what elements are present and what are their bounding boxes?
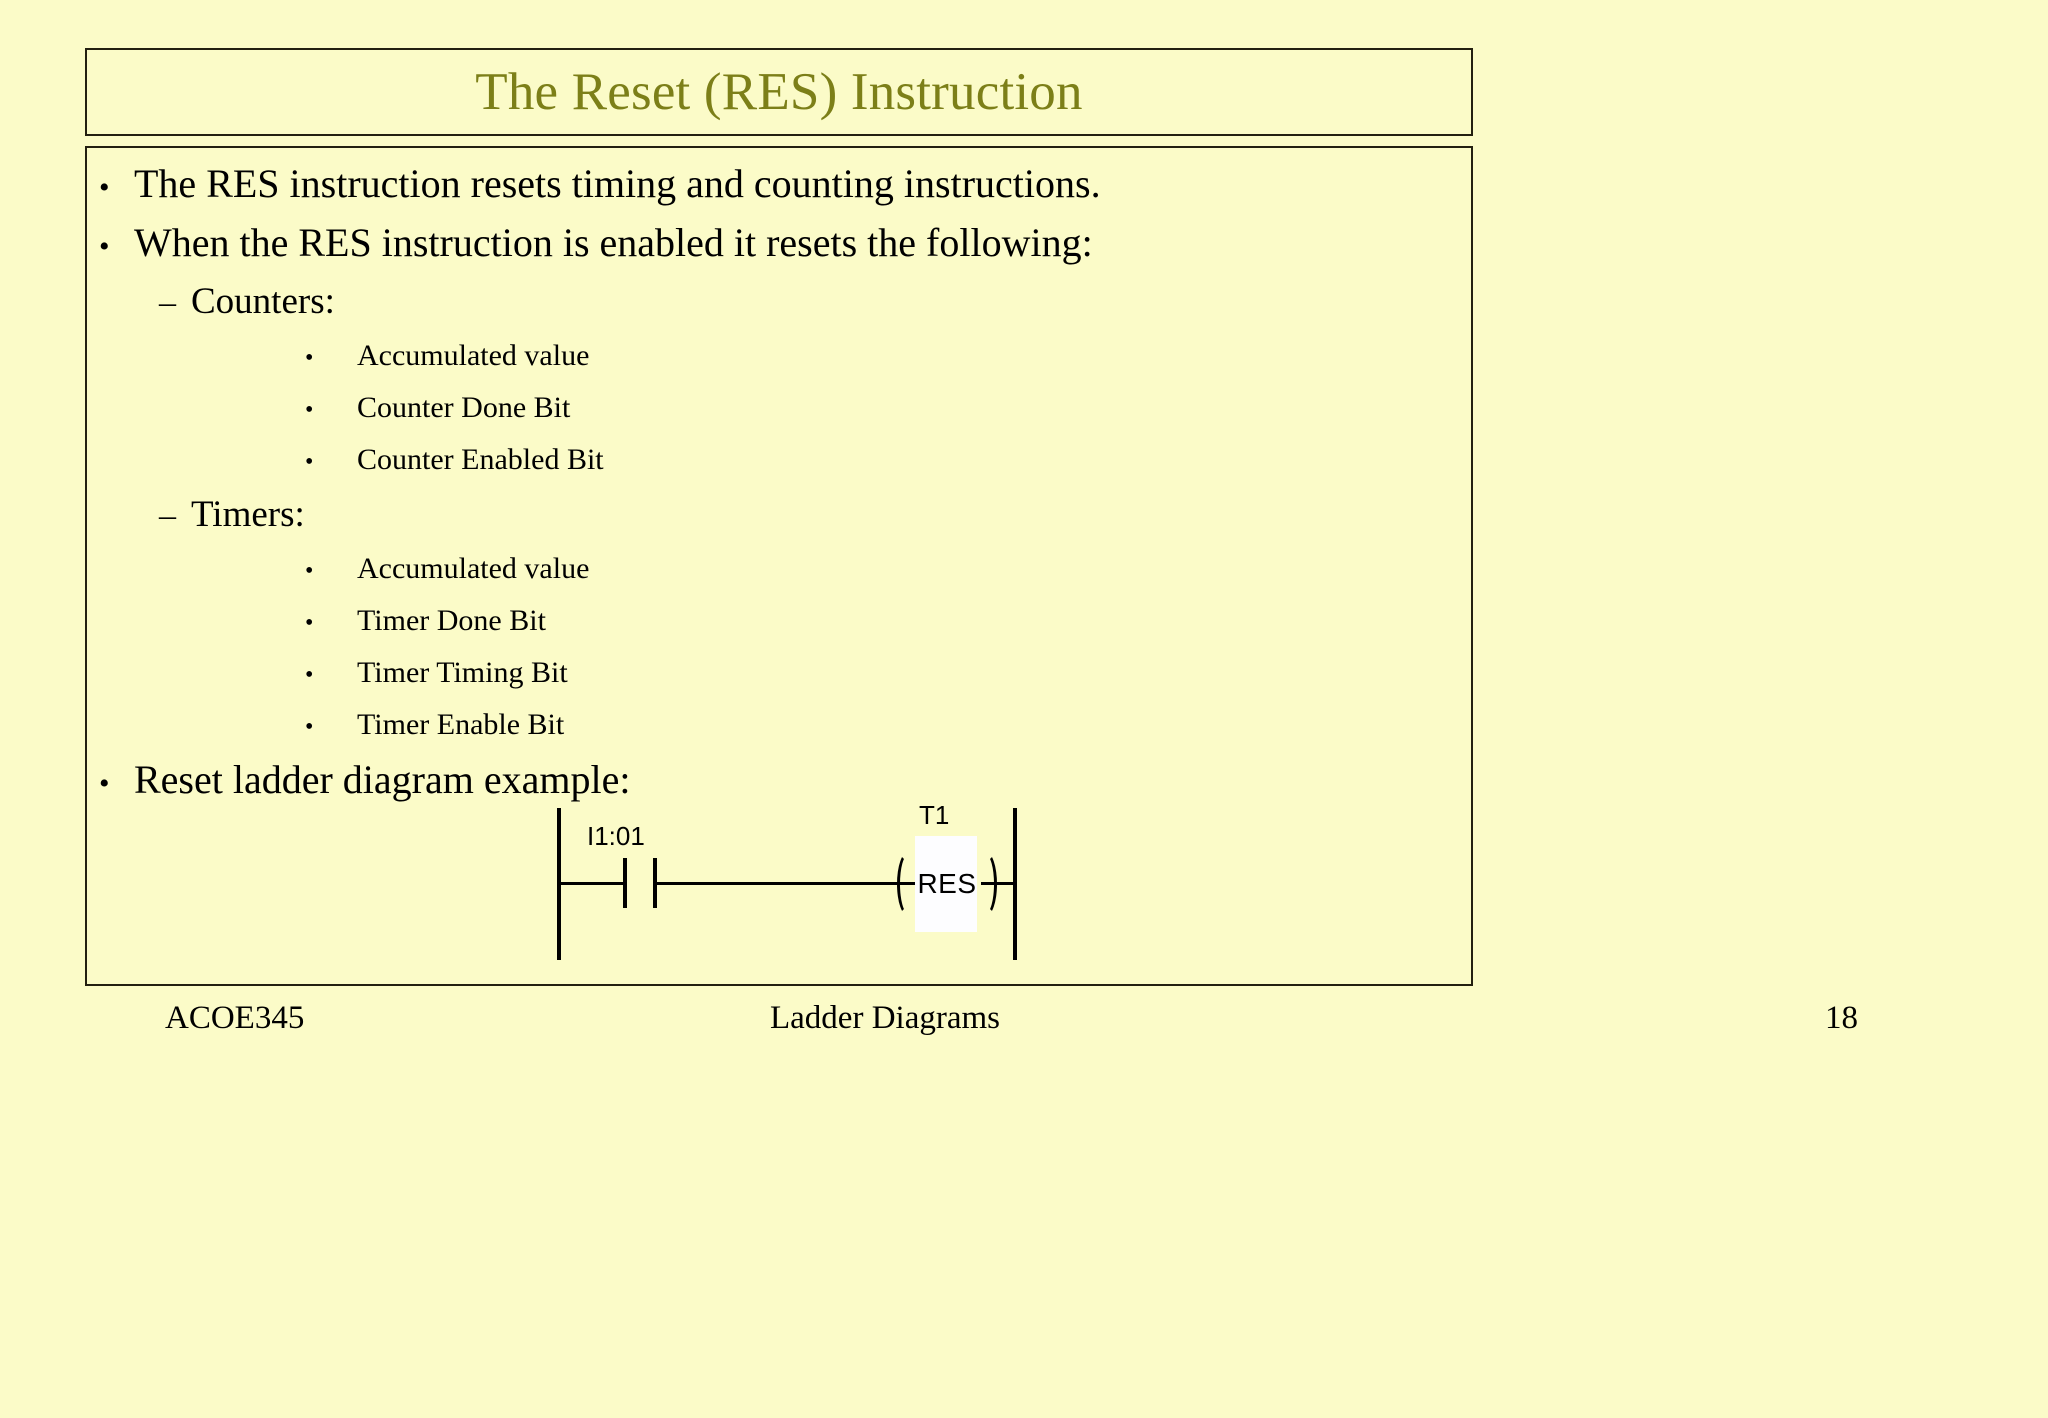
coil-left-paren-icon bbox=[897, 852, 919, 916]
contact-address-label: I1:01 bbox=[587, 821, 645, 851]
title-frame: The Reset (RES) Instruction bbox=[85, 48, 1473, 136]
page-title: The Reset (RES) Instruction bbox=[475, 62, 1083, 121]
bullet-text: Counters: bbox=[191, 281, 335, 322]
bullet-item-ladder-example: • Reset ladder diagram example: bbox=[87, 752, 1471, 811]
footer-course-code: ACOE345 bbox=[165, 1000, 305, 1036]
coil-right-paren-icon bbox=[975, 852, 997, 916]
ladder-diagram: I1:01 T1 RES bbox=[557, 800, 1027, 960]
bullet-text: Accumulated value bbox=[357, 339, 590, 372]
bullet-item-timer-timing-bit: • Timer Timing Bit bbox=[87, 648, 1471, 700]
bullet-item-timer-accumulated: • Accumulated value bbox=[87, 544, 1471, 596]
bullet-item-timer-done-bit: • Timer Done Bit bbox=[87, 596, 1471, 648]
bullet-item-counter-done-bit: • Counter Done Bit bbox=[87, 383, 1471, 435]
bullet-marker: • bbox=[305, 610, 314, 636]
bullet-text: Reset ladder diagram example: bbox=[134, 757, 631, 802]
coil-address-label: T1 bbox=[919, 800, 950, 830]
body-frame: • The RES instruction resets timing and … bbox=[85, 146, 1473, 986]
bullet-marker: • bbox=[305, 397, 314, 423]
bullet-text: Timer Timing Bit bbox=[357, 656, 568, 689]
rung-wire-segment-left bbox=[559, 882, 625, 885]
bullet-item-counter-enabled-bit: • Counter Enabled Bit bbox=[87, 435, 1471, 487]
bullet-marker: • bbox=[99, 230, 110, 263]
reset-coil-text: RES bbox=[917, 868, 977, 899]
bullet-item-timers: – Timers: bbox=[87, 487, 1471, 544]
bullet-marker: • bbox=[305, 714, 314, 740]
bullet-text: Counter Done Bit bbox=[357, 391, 571, 424]
dash-marker: – bbox=[159, 497, 176, 534]
bullet-text: Timers: bbox=[191, 494, 305, 535]
bullet-item-1: • The RES instruction resets timing and … bbox=[87, 156, 1471, 215]
bullet-item-2: • When the RES instruction is enabled it… bbox=[87, 215, 1471, 274]
bullet-marker: • bbox=[305, 345, 314, 371]
bullet-marker: • bbox=[99, 171, 110, 204]
bullet-text: Counter Enabled Bit bbox=[357, 443, 604, 476]
footer-topic: Ladder Diagrams bbox=[770, 1000, 1000, 1036]
bullet-text: Accumulated value bbox=[357, 552, 590, 585]
footer: ACOE345 Ladder Diagrams 18 bbox=[85, 1000, 1955, 1060]
bullet-item-counters: – Counters: bbox=[87, 274, 1471, 331]
bullet-marker: • bbox=[99, 767, 110, 800]
bullet-marker: • bbox=[305, 558, 314, 584]
bullet-marker: • bbox=[305, 662, 314, 688]
bullet-item-counter-accumulated: • Accumulated value bbox=[87, 331, 1471, 383]
footer-page-number: 18 bbox=[1825, 1000, 1858, 1036]
bullet-text: Timer Enable Bit bbox=[357, 708, 565, 741]
dash-marker: – bbox=[159, 284, 176, 321]
power-rail-right-icon bbox=[1013, 808, 1017, 960]
bullet-list: • The RES instruction resets timing and … bbox=[87, 148, 1471, 811]
bullet-text: The RES instruction resets timing and co… bbox=[134, 161, 1101, 206]
normally-open-contact-icon bbox=[653, 858, 657, 908]
bullet-text: Timer Done Bit bbox=[357, 604, 546, 637]
bullet-item-timer-enable-bit: • Timer Enable Bit bbox=[87, 700, 1471, 752]
rung-wire-segment-middle bbox=[655, 882, 927, 885]
normally-open-contact-icon bbox=[623, 858, 627, 908]
rung-wire-segment-right bbox=[981, 882, 1015, 885]
coil-highlight-box bbox=[915, 836, 977, 932]
bullet-marker: • bbox=[305, 449, 314, 475]
bullet-text: When the RES instruction is enabled it r… bbox=[134, 220, 1093, 265]
